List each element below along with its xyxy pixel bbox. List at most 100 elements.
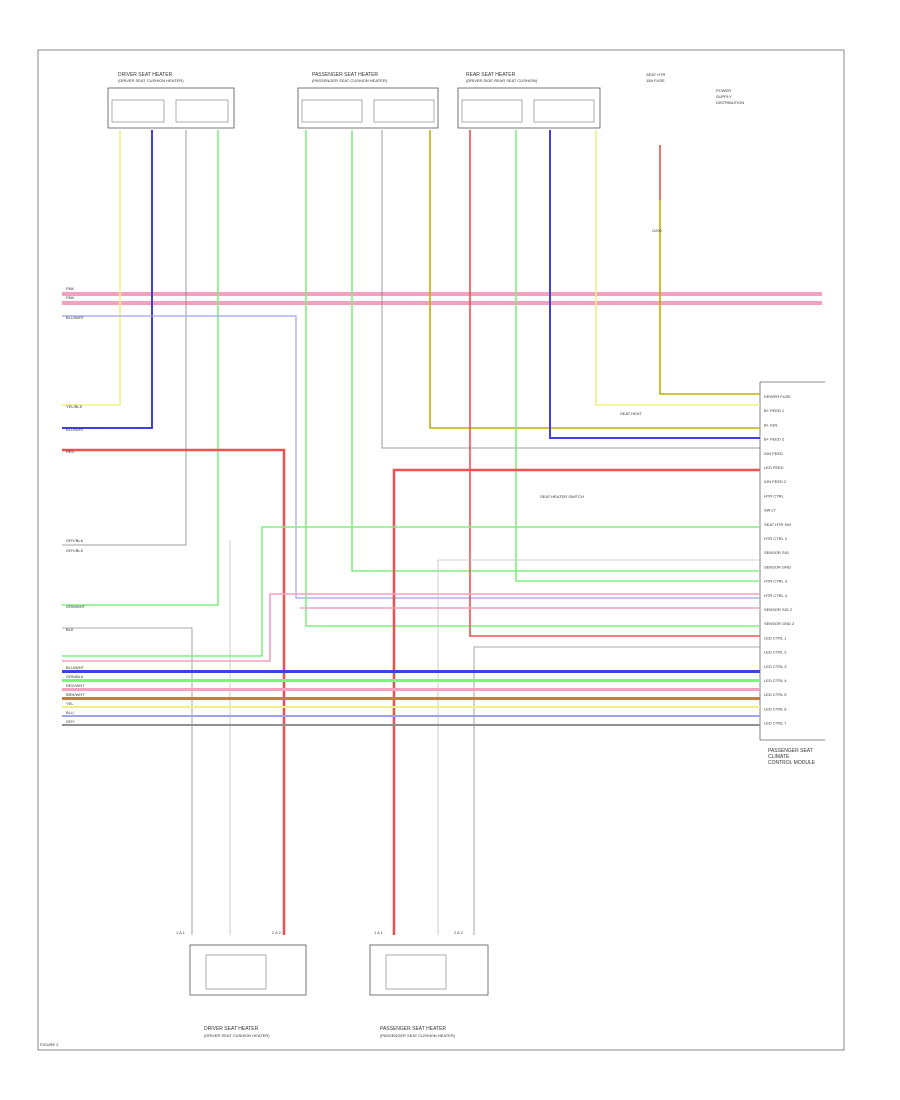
module-pin-label: SENSOR SIG 2 [764,607,793,612]
rear-seat-heater-subtitle: (DRIVER SIDE REAR SEAT CUSHION) [466,78,538,83]
driver-seat-heater-title: DRIVER SEAT HEATER [118,72,173,78]
wire-label-pink2: PNK [66,295,75,300]
module-pin-label: DRIVER FUSE [764,394,791,399]
driver-pin-a: 1 A 1 [176,930,186,935]
bundle-wire [62,670,760,673]
module-pin-label: SENSOR SIG [764,550,789,555]
module-pin-label: LED CTRL 6 [764,706,787,711]
wire-blue-driver [62,130,153,429]
wire-green-passenger-2 [351,130,760,572]
bundle-wire-label: GRN/BLK [66,674,84,679]
module-pin-label: SW LT [764,508,776,513]
wire-label-red-b: RED [66,449,75,454]
driver-seat-heater-top: DRIVER SEAT HEATER (DRIVER SEAT CUSHION … [107,72,235,129]
wire-label-gray-c2: GRY/BLK [66,548,84,553]
wire-label-yellow-b: YEL/BLK [66,404,83,409]
wire-label-green-d: GRN/WHT [66,604,86,609]
wire-gray-passenger-bottom [473,646,760,935]
rear-seat-heater-title: REAR SEAT HEATER [466,72,516,78]
fuse-note-2: SUPPLY [716,94,732,99]
passenger-seat-heater-subtitle: (PASSENGER SEAT CUSHION HEATER) [312,78,388,83]
fuse-block: SEAT HTR 15A FUSE POWER SUPPLY DISTRIBUT… [646,72,744,105]
fuse-note-1: POWER [716,88,731,93]
passenger-bottom-title: PASSENGER SEAT HEATER [380,1026,446,1032]
driver-seat-heater-bottom: 1 A 1 2 A 2 DRIVER SEAT HEATER (DRIVER S… [176,930,307,1038]
module-pin-label: LED CTRL 5 [764,692,787,697]
wire-blue-passenger [62,315,760,599]
rear-seat-heater-top: REAR SEAT HEATER (DRIVER SIDE REAR SEAT … [457,72,601,129]
wire-yellow-driver [62,130,121,406]
wire-label-black-e: BLK [66,627,74,632]
wire-label-pink1: PNK [66,286,75,291]
wire-gray-passenger [381,130,760,449]
module-title-2: CLIMATE [768,754,790,760]
passenger-pin-a: 1 A 1 [374,930,384,935]
module-pin-label: LED CTRL 3 [764,664,787,669]
bundle-wire-label: RED/WHT [66,683,85,688]
module-pin-label: IGN FEED [764,451,783,456]
module-pin-label: HTR CTRL 3 [764,579,788,584]
ground-ref: G200 [652,228,663,233]
wire-green-rear [515,130,760,582]
module-pin-label: SENSOR GND 2 [764,621,795,626]
driver-seat-heater-subtitle: (DRIVER SEAT CUSHION HEATER) [118,78,184,83]
seat-switch-label: SEAT HEATER SWITCH [540,494,584,499]
passenger-seat-heater-title: PASSENGER SEAT HEATER [312,72,378,78]
wire-green-loop [62,526,760,657]
driver-pin-b: 2 A 2 [272,930,282,935]
top-inner-boxes [111,99,595,123]
module-pin-label: SEAT HTR SW [764,522,791,527]
module-pin-label: LED CTRL 4 [764,678,787,683]
fuse-note-3: DISTRIBUTION [716,100,744,105]
wire-pink-loop [62,593,760,662]
module-pin-label: LED FEED [764,465,784,470]
bundle-wire-label: BLU/WHT [66,665,85,670]
bundle-wire [62,715,760,717]
fuse-label: SEAT HTR [646,72,666,77]
wire-label-blue-b: BLU/WHT [66,427,85,432]
module-pin-label: SENSOR GND [764,564,791,569]
passenger-pin-b: 2 A 2 [454,930,464,935]
bundle-wire-label: BLU [66,710,74,715]
switch-label: SEAT HEAT [620,411,642,416]
bundle-wire [62,706,760,708]
wire-red-passenger-bottom [392,468,760,935]
wire-fuse-olive [659,200,760,395]
module-pin-label: LED CTRL 1 [764,635,787,640]
bundle-wire-label: GRY [66,719,75,724]
module-pin-label: LED CTRL 7 [764,721,787,726]
wire-red-rear [469,130,760,637]
bundle-wire [62,724,760,726]
wire-label-blue-a: BLU/WHT [66,315,85,320]
module-pin-label: LED CTRL 2 [764,650,787,655]
driver-bottom-title: DRIVER SEAT HEATER [204,1026,259,1032]
passenger-bottom-subtitle: (PASSENGER SEAT CUSHION HEATER) [380,1033,456,1038]
control-module: PASSENGER SEAT CLIMATE CONTROL MODULE [759,381,825,766]
wire-olive-passenger [429,130,760,429]
module-pin-label: B+ FEED 2 [764,437,785,442]
wire-green-passenger-1 [305,130,760,627]
passenger-seat-heater-top: PASSENGER SEAT HEATER (PASSENGER SEAT CU… [297,72,439,129]
module-pin-label: HTR CTRL 4 [764,593,788,598]
bundle-wire-label: YEL [66,701,74,706]
wire-gray-driver [62,130,187,546]
module-title-1: PASSENGER SEAT [768,748,813,754]
module-title-3: CONTROL MODULE [768,760,816,766]
module-pin-label: HTR CTRL [764,493,785,498]
wire-yellow-rear [595,130,760,406]
wire-green-driver [62,130,219,606]
wires [62,130,760,935]
passenger-seat-heater-bottom: 1 A 1 2 A 2 PASSENGER SEAT HEATER (PASSE… [369,930,489,1038]
fuse-rating: 15A FUSE [646,78,665,83]
module-pin-label: HTR CTRL 2 [764,536,788,541]
driver-bottom-subtitle: (DRIVER SEAT CUSHION HEATER) [204,1033,270,1038]
wire-blue-rear [549,130,760,439]
wire-gray-driver-bottom [62,627,193,935]
module-pin-label: B+ IGN [764,422,777,427]
figure-footer: FIGURE 2 [40,1042,59,1047]
wire-red-driver-bottom [62,448,286,935]
pink-bus: PNK PNK [62,286,822,305]
